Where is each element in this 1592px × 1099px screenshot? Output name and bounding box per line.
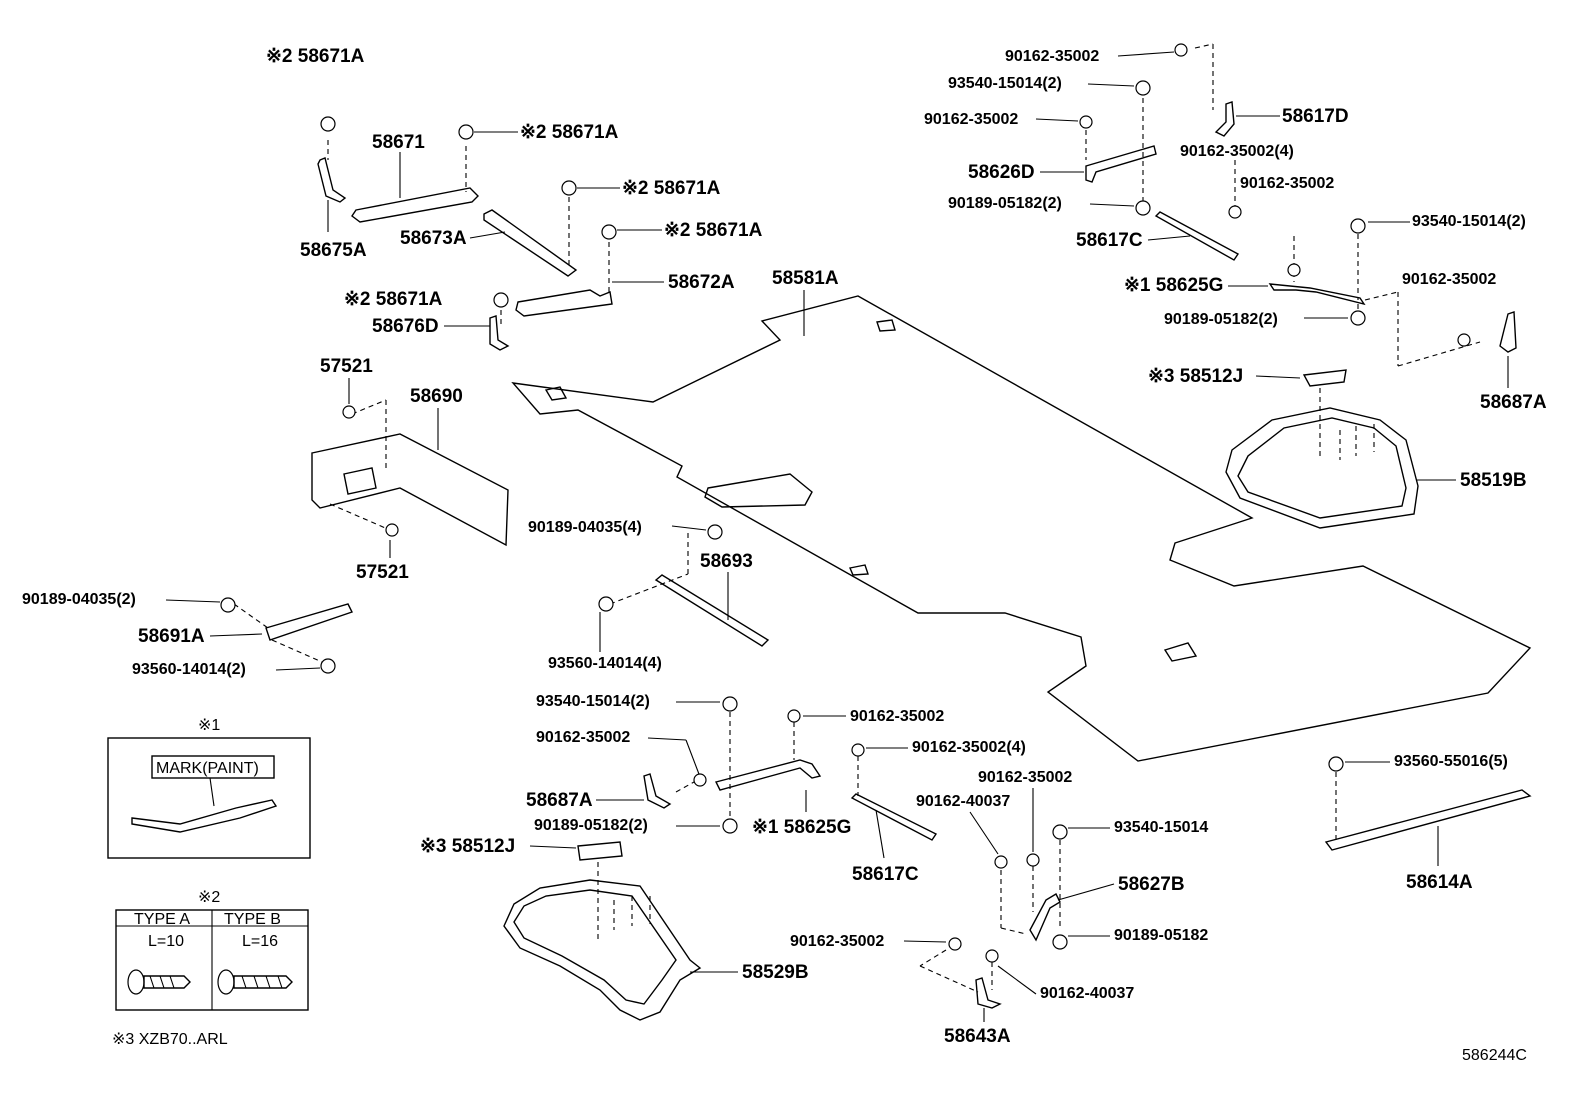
footnote-2-marker: ※2 [198,889,220,906]
callout-c16: 58693 [700,551,753,572]
callout-c13: 58690 [410,386,463,407]
callout-c30: 93540-15014(2) [1412,213,1526,230]
bracket-group-lower-center [643,696,938,841]
callout-c41: 58687A [526,790,593,811]
footnote-1-box: ※1 MARK(PAINT) [107,717,311,859]
callout-c24: 90162-35002 [924,111,1018,128]
callout-c43: ※1 58625G [752,817,851,838]
callout-c28: 90189-05182(2) [948,195,1062,212]
callout-c15: 90189-04035(4) [528,519,642,536]
type-b-label: TYPE B [224,911,281,928]
callout-c09: 58672A [668,272,735,293]
callout-c47: 93540-15014 [1114,819,1208,836]
callout-c06: ※2 58671A [664,220,763,241]
footnote-3-text: ※3 XZB70..ARL [112,1031,228,1048]
callout-labels: ※2 58671A 58671 ※2 58671A ※2 58671A 5867… [22,46,1547,1047]
rail-58693 [598,524,770,647]
panel-58690 [311,399,509,547]
footnote-2-box: ※2 TYPE A TYPE B L=10 L=16 [115,889,309,1011]
callout-c33: 90189-05182(2) [1164,311,1278,328]
callout-c32: ※1 58625G [1124,275,1223,296]
callout-c42: 90189-05182(2) [534,817,648,834]
bracket-58672a [515,242,613,317]
callout-c56: 58614A [1406,872,1473,893]
screw-type-a-icon [127,969,191,995]
callout-c55: 93560-55016(5) [1394,753,1508,770]
callout-c39: 90162-35002 [536,729,630,746]
callout-c14: 57521 [356,562,409,583]
liner-58529b [503,841,702,1021]
rail-58691a [220,597,353,674]
callout-c11: 58581A [772,268,839,289]
screw-type-b-icon [217,969,293,995]
bracket-58673a [483,197,578,277]
callout-c53: 90162-40037 [1040,985,1134,1002]
callout-c27: 90162-35002 [1240,175,1334,192]
callout-c52: 90162-35002 [790,933,884,950]
callout-c49: 90189-05182 [1114,927,1208,944]
callout-c50: ※3 58512J [420,836,515,857]
bracket-58676d [489,310,510,351]
type-a-length: L=10 [148,933,184,950]
callout-c31: 90162-35002 [1402,271,1496,288]
callout-c46: 90162-40037 [916,793,1010,810]
type-b-length: L=16 [242,933,278,950]
callout-c34: 58687A [1480,392,1547,413]
callout-c45: 90162-35002 [978,769,1072,786]
callout-c37: 93540-15014(2) [536,693,650,710]
bracket-58671 [351,146,479,223]
callout-c05: 58673A [400,228,467,249]
callout-c08: ※2 58671A [344,289,443,310]
callout-c40: 90162-35002(4) [912,739,1026,756]
callout-c48: 58627B [1118,874,1185,895]
callout-c38: 90162-35002 [850,708,944,725]
sill-58614a [1324,756,1532,851]
callout-c54: 58643A [944,1026,1011,1047]
callout-c36: 58519B [1460,470,1527,491]
callout-c26: 58626D [968,162,1035,183]
callout-c35: ※3 58512J [1148,366,1243,387]
mark-paint-label: MARK(PAINT) [156,760,259,777]
callout-c22: 93540-15014(2) [948,75,1062,92]
callout-c51: 58529B [742,962,809,983]
type-a-label: TYPE A [134,911,190,928]
callout-c19: 93560-14014(2) [132,661,246,678]
callout-c18: 58691A [138,626,205,647]
bracket-group-top-right [1079,43,1517,367]
callout-c03: ※2 58671A [520,122,619,143]
footnote-1-marker: ※1 [198,717,220,734]
callout-c04: ※2 58671A [622,178,721,199]
figure-code: 586244C [1462,1047,1527,1064]
bracket-58675a [317,140,347,203]
callout-c01: ※2 58671A [266,46,365,67]
callout-c20: 93560-14014(4) [548,655,662,672]
callout-c25: 90162-35002(4) [1180,143,1294,160]
callout-c10: 58676D [372,316,439,337]
screw-set-top-left [320,116,617,308]
callout-c17: 90189-04035(2) [22,591,136,608]
callout-c21: 90162-35002 [1005,48,1099,65]
bracket-group-lower-right [919,824,1068,1009]
callout-c07: 58675A [300,240,367,261]
callout-c29: 58617C [1076,230,1143,251]
callout-c44: 58617C [852,864,919,885]
callout-c23: 58617D [1282,106,1349,127]
callout-c02: 58671 [372,132,425,153]
cover-58519b [1225,369,1419,529]
floor-mat-58581a [511,295,1532,762]
callout-c12: 57521 [320,356,373,377]
